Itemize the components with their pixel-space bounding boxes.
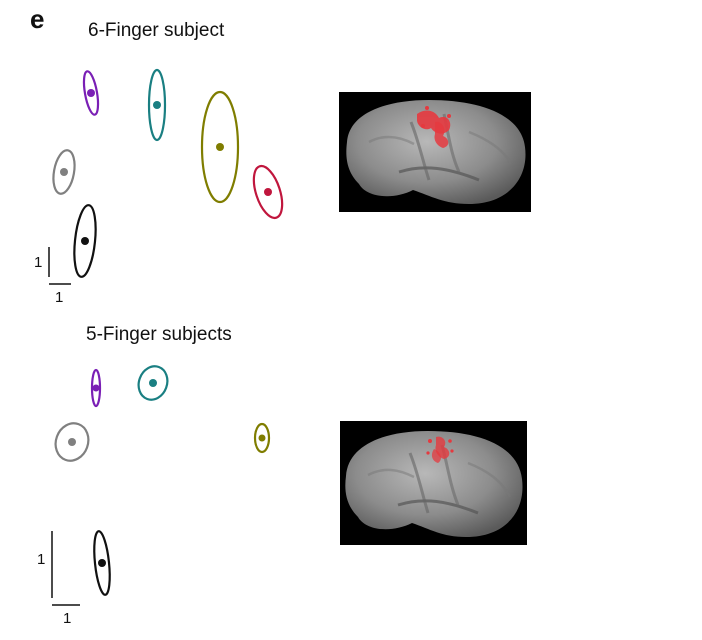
ellipse-gray-5 bbox=[54, 422, 90, 462]
six-finger-title: 6-Finger subject bbox=[88, 20, 225, 41]
five-finger-scale-x-label: 1 bbox=[63, 610, 72, 627]
five-finger-scale-bar bbox=[51, 531, 80, 606]
ellipse-black-5 bbox=[93, 530, 111, 596]
five-finger-title: 5-Finger subjects bbox=[86, 324, 232, 345]
ellipse-olive-6 bbox=[200, 90, 240, 204]
six-finger-brain-image bbox=[339, 92, 531, 212]
ellipse-gray-6 bbox=[52, 149, 76, 195]
six-finger-scale-bar bbox=[48, 247, 71, 285]
ellipse-olive-5 bbox=[253, 422, 271, 454]
five-finger-ellipses bbox=[54, 365, 271, 596]
ellipse-purple-5 bbox=[90, 368, 102, 408]
panel-letter: e bbox=[30, 4, 45, 34]
five-finger-brain-image bbox=[340, 421, 527, 545]
ellipse-teal-6 bbox=[147, 68, 167, 142]
six-finger-ellipses bbox=[52, 68, 284, 278]
ellipse-crimson-6 bbox=[252, 164, 284, 220]
ellipse-purple-6 bbox=[82, 70, 100, 116]
six-finger-scale-y-label: 1 bbox=[34, 254, 43, 271]
six-finger-scale-x-label: 1 bbox=[55, 289, 64, 306]
ellipse-teal-5 bbox=[137, 365, 169, 401]
ellipse-black-6 bbox=[73, 204, 97, 278]
five-finger-scale-y-label: 1 bbox=[37, 551, 46, 568]
